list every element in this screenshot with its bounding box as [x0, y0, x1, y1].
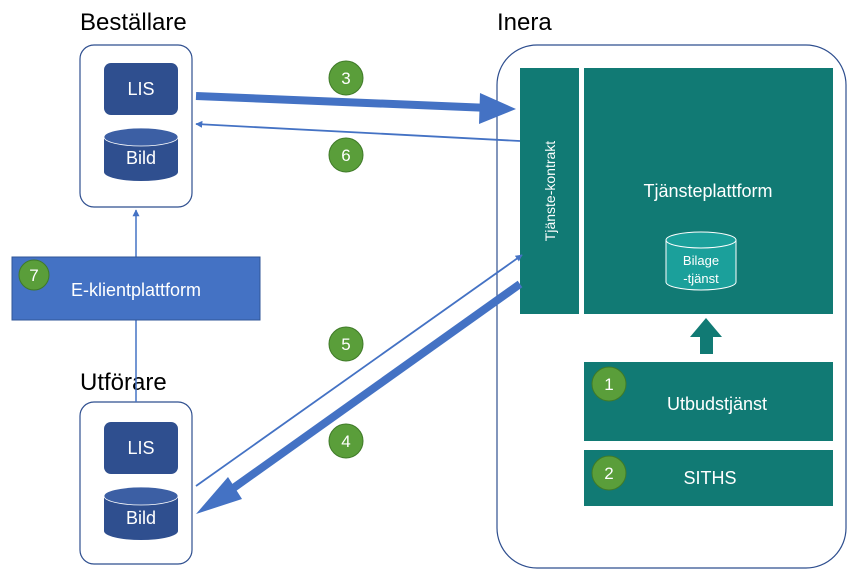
bestallare-bild-label: Bild — [126, 148, 156, 168]
svg-text:3: 3 — [341, 69, 350, 88]
bestallare-lis-box — [104, 63, 178, 115]
step-badge-1: 1 — [591, 366, 627, 402]
arrow-3-head-icon — [479, 93, 516, 124]
arrow-5-line — [195, 254, 523, 487]
step-badge-3: 3 — [328, 60, 364, 96]
utforare-heading: Utförare — [80, 369, 167, 396]
eklientplattform-label: E-klientplattform — [71, 280, 201, 300]
tjanstekontrakt-box — [520, 68, 579, 314]
bilagetjanst-database-icon — [665, 231, 737, 291]
siths-label: SITHS — [683, 468, 736, 488]
bilagetjanst-label-line2: -tjänst — [683, 271, 719, 286]
up-arrow-icon — [690, 318, 722, 354]
arrow-4-head-icon — [196, 477, 242, 514]
bestallare-heading: Beställare — [80, 9, 187, 36]
step-badge-4: 4 — [328, 423, 364, 459]
svg-text:5: 5 — [341, 335, 350, 354]
svg-text:6: 6 — [341, 146, 350, 165]
step-badge-2: 2 — [591, 455, 627, 491]
svg-text:7: 7 — [29, 266, 38, 285]
bilagetjanst-label-line1: Bilage — [683, 253, 719, 268]
svg-text:1: 1 — [604, 375, 613, 394]
tjanstekontrakt-label: Tjänste-kontrakt — [542, 141, 558, 241]
arrow-4-line — [222, 280, 523, 498]
eklientplattform-box — [11, 256, 261, 321]
step-badge-6: 6 — [328, 137, 364, 173]
utbudstjanst-label: Utbudstjänst — [667, 394, 767, 414]
bestallare-bild-database-icon — [103, 127, 179, 181]
svg-text:4: 4 — [341, 432, 350, 451]
step-badge-5: 5 — [328, 326, 364, 362]
step-badge-7: 7 — [18, 259, 50, 291]
arrow-3-line — [195, 92, 491, 112]
utforare-lis-box — [104, 422, 178, 474]
utforare-bild-database-icon — [103, 486, 179, 540]
utbudstjanst-box — [584, 362, 833, 441]
arrow-6-line — [195, 120, 521, 142]
inera-heading: Inera — [497, 9, 552, 36]
tjansteplattform-label: Tjänsteplattform — [643, 181, 772, 201]
svg-text:2: 2 — [604, 464, 613, 483]
utforare-lis-label: LIS — [127, 438, 154, 458]
utforare-bild-label: Bild — [126, 508, 156, 528]
bestallare-lis-label: LIS — [127, 79, 154, 99]
